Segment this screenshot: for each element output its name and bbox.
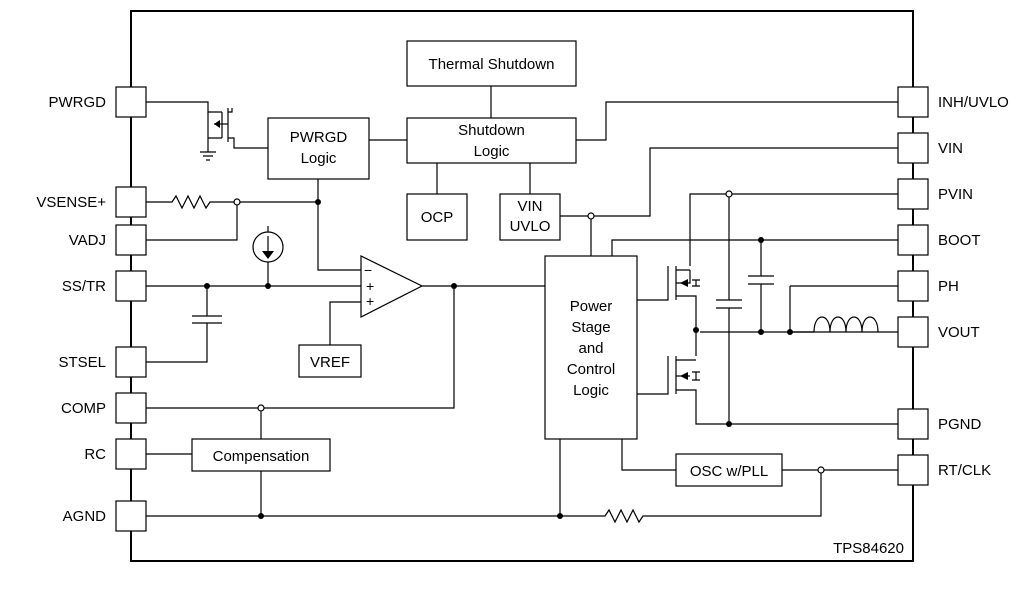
pin-sstr: SS/TR [62, 270, 147, 302]
pin-label-comp: COMP [61, 400, 106, 417]
error-amplifier: − + + [360, 255, 424, 318]
thermal-shutdown-label: Thermal Shutdown [429, 56, 555, 73]
vin-uvlo-label-2: UVLO [510, 218, 551, 235]
power-stage-block: Power Stage and Control Logic [544, 255, 638, 440]
pin-ph: PH [897, 270, 959, 302]
ocp-label: OCP [421, 209, 454, 226]
vin-uvlo-label-1: VIN [517, 198, 542, 215]
pin-label-agnd: AGND [63, 508, 107, 525]
pin-label-pvin: PVIN [938, 186, 973, 203]
pin-rc: RC [84, 438, 147, 470]
pin-label-vsense: VSENSE+ [36, 194, 106, 211]
compensation-block: Compensation [191, 438, 331, 472]
pin-vsense: VSENSE+ [36, 186, 147, 218]
opamp-minus: − [364, 262, 372, 278]
opamp-plus-1: + [366, 278, 374, 294]
pin-label-stsel: STSEL [58, 354, 106, 371]
power-stage-label-5: Logic [573, 382, 609, 399]
thermal-shutdown-block: Thermal Shutdown [406, 40, 577, 87]
pin-label-vadj: VADJ [69, 232, 106, 249]
vref-block: VREF [298, 344, 362, 378]
pin-label-pwrgd: PWRGD [49, 94, 107, 111]
pin-pwrgd: PWRGD [49, 86, 147, 118]
power-stage-label-2: Stage [571, 319, 610, 336]
pin-pgnd: PGND [897, 408, 982, 440]
pin-label-inh-uvlo: INH/UVLO [938, 94, 1009, 111]
pin-vout: VOUT [897, 316, 980, 348]
pin-stsel: STSEL [58, 346, 147, 378]
power-stage-label-3: and [578, 340, 603, 357]
pwrgd-logic-label-2: Logic [301, 150, 337, 167]
ocp-block: OCP [406, 193, 468, 241]
pin-comp: COMP [61, 392, 147, 424]
pin-inh-uvlo: INH/UVLO [897, 86, 1009, 118]
osc-pll-label: OSC w/PLL [690, 463, 768, 480]
pin-pvin: PVIN [897, 178, 973, 210]
shutdown-logic-label-1: Shutdown [458, 122, 525, 139]
compensation-label: Compensation [213, 448, 310, 465]
pwrgd-logic-block: PWRGD Logic [267, 117, 370, 180]
junction-dots [204, 190, 825, 519]
pin-vin: VIN [897, 132, 963, 164]
power-stage-label-4: Control [567, 361, 615, 378]
shutdown-logic-label-2: Logic [474, 143, 510, 160]
chip-name: TPS84620 [833, 540, 904, 557]
pin-label-rc: RC [84, 446, 106, 463]
pin-vadj: VADJ [69, 224, 147, 256]
pin-label-ph: PH [938, 278, 959, 295]
pin-agnd: AGND [63, 500, 147, 532]
osc-pll-block: OSC w/PLL [675, 453, 783, 487]
pin-boot: BOOT [897, 224, 981, 256]
wiring [146, 86, 898, 524]
pin-label-vin: VIN [938, 140, 963, 157]
power-stage-label-1: Power [570, 298, 613, 315]
opamp-plus-2: + [366, 293, 374, 309]
vref-label: VREF [310, 354, 350, 371]
vin-uvlo-block: VIN UVLO [499, 193, 561, 241]
pwrgd-logic-label-1: PWRGD [290, 129, 348, 146]
pin-label-pgnd: PGND [938, 416, 982, 433]
pin-label-vout: VOUT [938, 324, 980, 341]
pin-label-rt-clk: RT/CLK [938, 462, 991, 479]
pin-rt-clk: RT/CLK [897, 454, 991, 486]
pin-label-sstr: SS/TR [62, 278, 106, 295]
pin-label-boot: BOOT [938, 232, 981, 249]
shutdown-logic-block: Shutdown Logic [406, 117, 577, 164]
